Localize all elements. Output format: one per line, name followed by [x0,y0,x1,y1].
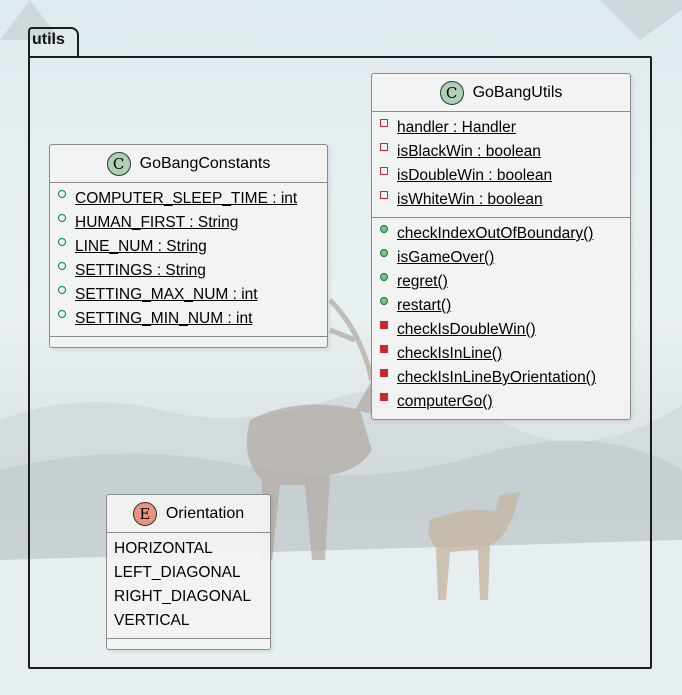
method-label: computerGo() [397,393,493,410]
private-method-icon [380,345,388,353]
class-gobangconstants[interactable]: C GoBangConstants COMPUTER_SLEEP_TIME : … [49,144,328,348]
method-label: isGameOver() [397,249,495,266]
method-row: checkIsDoubleWin() [372,318,630,342]
methods-section [50,337,327,346]
enum-constant: LEFT_DIAGONAL [114,564,241,581]
method-row: computerGo() [372,390,630,414]
package-name: utils [32,31,65,48]
class-name: GoBangConstants [139,154,271,172]
method-label: checkIsInLineByOrientation() [397,369,597,386]
public-field-icon [58,190,66,198]
field-row: SETTING_MAX_NUM : int [50,283,327,307]
field-label: SETTING_MIN_NUM : int [75,310,253,327]
public-method-icon [380,225,388,233]
enum-constant: RIGHT_DIAGONAL [114,588,251,605]
field-label: isDoubleWin : boolean [397,167,553,184]
private-method-icon [380,369,388,377]
fields-section: COMPUTER_SLEEP_TIME : int HUMAN_FIRST : … [50,183,327,337]
method-row: regret() [372,270,630,294]
field-row: isWhiteWin : boolean [372,188,630,212]
package-tab [28,27,79,57]
private-field-icon [380,143,388,151]
private-field-icon [380,119,388,127]
method-label: restart() [397,297,452,314]
field-label: HUMAN_FIRST : String [75,214,239,231]
package-utils [28,56,652,669]
class-stereotype-icon: C [439,80,464,105]
class-header: C GoBangUtils [372,74,630,112]
public-field-icon [58,238,66,246]
private-field-icon [380,167,388,175]
method-label: checkIsInLine() [397,345,503,362]
field-label: isBlackWin : boolean [397,143,541,160]
fields-section: handler : Handler isBlackWin : boolean i… [372,112,630,218]
public-method-icon [380,273,388,281]
method-row: restart() [372,294,630,318]
field-row: SETTING_MIN_NUM : int [50,307,327,331]
methods-section: checkIndexOutOfBoundary() isGameOver() r… [372,218,630,419]
public-method-icon [380,249,388,257]
method-label: checkIndexOutOfBoundary() [397,225,594,242]
public-method-icon [380,297,388,305]
enum-constant: VERTICAL [114,612,190,629]
field-label: isWhiteWin : boolean [397,191,543,208]
enum-name: Orientation [165,504,245,522]
public-field-icon [58,214,66,222]
enum-constant: HORIZONTAL [114,540,213,557]
method-label: checkIsDoubleWin() [397,321,536,338]
public-field-icon [58,286,66,294]
enum-header: E Orientation [107,495,270,533]
class-name: GoBangUtils [472,83,563,101]
field-label: COMPUTER_SLEEP_TIME : int [75,190,298,207]
field-row: HUMAN_FIRST : String [50,211,327,235]
private-field-icon [380,191,388,199]
class-gobangutils[interactable]: C GoBangUtils handler : Handler isBlackW… [371,73,631,420]
private-method-icon [380,393,388,401]
method-row: checkIsInLineByOrientation() [372,366,630,390]
field-label: SETTING_MAX_NUM : int [75,286,258,303]
enum-orientation[interactable]: E Orientation HORIZONTAL LEFT_DIAGONAL R… [106,494,271,650]
field-row: handler : Handler [372,116,630,140]
constants-section: HORIZONTAL LEFT_DIAGONAL RIGHT_DIAGONAL … [107,533,270,639]
field-row: LINE_NUM : String [50,235,327,259]
field-label: SETTINGS : String [75,262,206,279]
method-row: checkIndexOutOfBoundary() [372,222,630,246]
field-label: handler : Handler [397,119,516,136]
private-method-icon [380,321,388,329]
field-label: LINE_NUM : String [75,238,207,255]
field-row: COMPUTER_SLEEP_TIME : int [50,187,327,211]
field-row: isDoubleWin : boolean [372,164,630,188]
field-row: isBlackWin : boolean [372,140,630,164]
public-field-icon [58,310,66,318]
class-header: C GoBangConstants [50,145,327,183]
methods-section [107,639,270,648]
class-stereotype-icon: C [106,151,131,176]
public-field-icon [58,262,66,270]
enum-stereotype-icon: E [132,501,157,526]
method-label: regret() [397,273,448,290]
method-row: isGameOver() [372,246,630,270]
method-row: checkIsInLine() [372,342,630,366]
field-row: SETTINGS : String [50,259,327,283]
